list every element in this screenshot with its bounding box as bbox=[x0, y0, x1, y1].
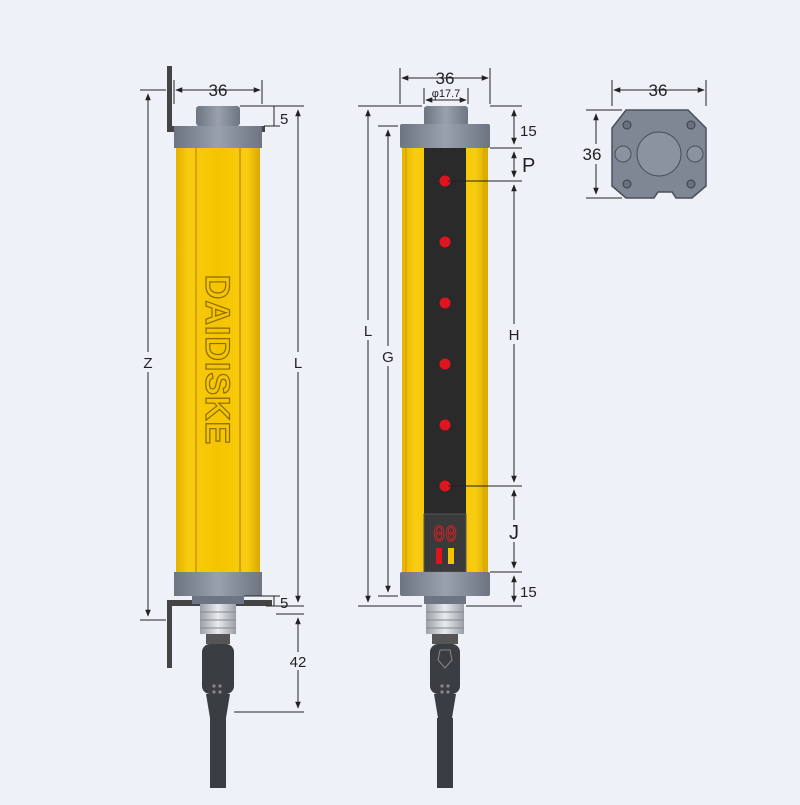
center-bore bbox=[636, 131, 682, 177]
front-connector-diameter-label: φ17.7 bbox=[432, 88, 461, 100]
side-cable-length-label: 42 bbox=[290, 654, 307, 671]
top-connector-cap bbox=[196, 106, 240, 126]
front-bottom-end-cap bbox=[400, 572, 490, 596]
emitter-led bbox=[439, 175, 451, 187]
screw-bottom-right bbox=[686, 179, 696, 189]
side-cable bbox=[210, 718, 226, 788]
top-view-width-label: 36 bbox=[649, 81, 668, 100]
side-total-Z-label: Z bbox=[143, 355, 152, 372]
screw-top-right bbox=[686, 120, 696, 130]
front-pitch-P-label: P bbox=[522, 155, 535, 177]
top-end-cap bbox=[174, 126, 262, 148]
emitter-led bbox=[439, 419, 451, 431]
side-top-gap-label: 5 bbox=[280, 111, 288, 128]
side-bottom-gap-label: 5 bbox=[280, 595, 288, 612]
emitter-led bbox=[439, 480, 451, 492]
front-connector-nut bbox=[426, 604, 464, 634]
side-cable-plug bbox=[202, 644, 234, 694]
top-view: 36 36 bbox=[578, 80, 707, 199]
front-body-L-label: L bbox=[364, 323, 372, 340]
side-body-L-label: L bbox=[294, 355, 302, 372]
status-display-panel bbox=[423, 513, 467, 573]
screw-top-left bbox=[622, 120, 632, 130]
brand-logo-text: DAIDISKE bbox=[198, 275, 236, 445]
status-display-digits: 00 bbox=[433, 522, 457, 546]
front-top-end-cap bbox=[400, 124, 490, 148]
lens-window bbox=[424, 148, 466, 514]
bottom-end-cap bbox=[174, 572, 262, 596]
front-view: 00 36 φ17.7 L bbox=[358, 68, 537, 788]
side-hole-left bbox=[614, 145, 632, 163]
emitter-led bbox=[439, 358, 451, 370]
front-top-connector bbox=[424, 106, 468, 126]
indicator-led-red bbox=[436, 548, 442, 564]
front-width-label: 36 bbox=[436, 69, 455, 88]
front-cable-plug bbox=[430, 644, 460, 694]
side-hole-right bbox=[686, 145, 704, 163]
front-cable bbox=[437, 718, 453, 788]
front-bottom-margin-label: 15 bbox=[520, 584, 537, 601]
top-view-height-label: 36 bbox=[583, 145, 602, 164]
indicator-led-yellow bbox=[448, 548, 454, 564]
side-view: DAIDISKE 36 5 L 5 Z bbox=[138, 66, 312, 788]
front-height-H-label: H bbox=[509, 327, 520, 344]
emitter-array bbox=[439, 175, 451, 492]
side-connector-nut bbox=[200, 604, 236, 634]
emitter-led bbox=[439, 297, 451, 309]
side-width-label: 36 bbox=[209, 81, 228, 100]
front-bottom-zone-J-label: J bbox=[509, 522, 519, 544]
front-inner-G-label: G bbox=[382, 349, 394, 366]
side-housing bbox=[176, 148, 260, 572]
screw-bottom-left bbox=[622, 179, 632, 189]
front-top-margin-label: 15 bbox=[520, 123, 537, 140]
emitter-led bbox=[439, 236, 451, 248]
